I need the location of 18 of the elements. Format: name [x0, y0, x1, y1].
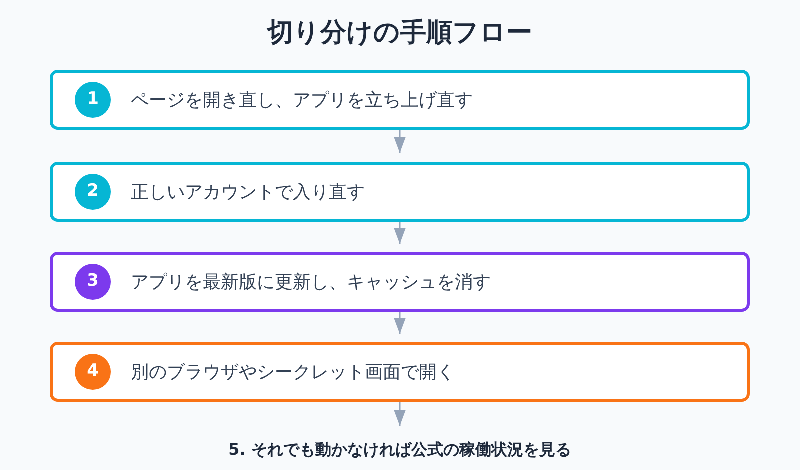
step-number: 4	[75, 354, 111, 390]
final-step-text: 5. それでも動かなければ公式の稼働状況を見る	[228, 439, 572, 461]
step-text: 正しいアカウントで入り直す	[131, 180, 365, 204]
step-text: アプリを最新版に更新し、キャッシュを消す	[131, 270, 491, 294]
arrow	[394, 130, 406, 153]
step-text: 別のブラウザやシークレット画面で開く	[131, 360, 455, 384]
step-box	[50, 70, 750, 130]
arrow	[394, 222, 406, 244]
step-number: 1	[75, 82, 111, 118]
step-box	[50, 252, 750, 312]
step-number: 3	[75, 264, 111, 300]
step-box	[50, 342, 750, 402]
arrow	[394, 402, 406, 426]
step-text: ページを開き直し、アプリを立ち上げ直す	[131, 88, 473, 112]
arrow	[394, 312, 406, 334]
diagram-title: 切り分けの手順フロー	[266, 17, 534, 50]
step-box	[50, 162, 750, 222]
step-number: 2	[75, 174, 111, 210]
